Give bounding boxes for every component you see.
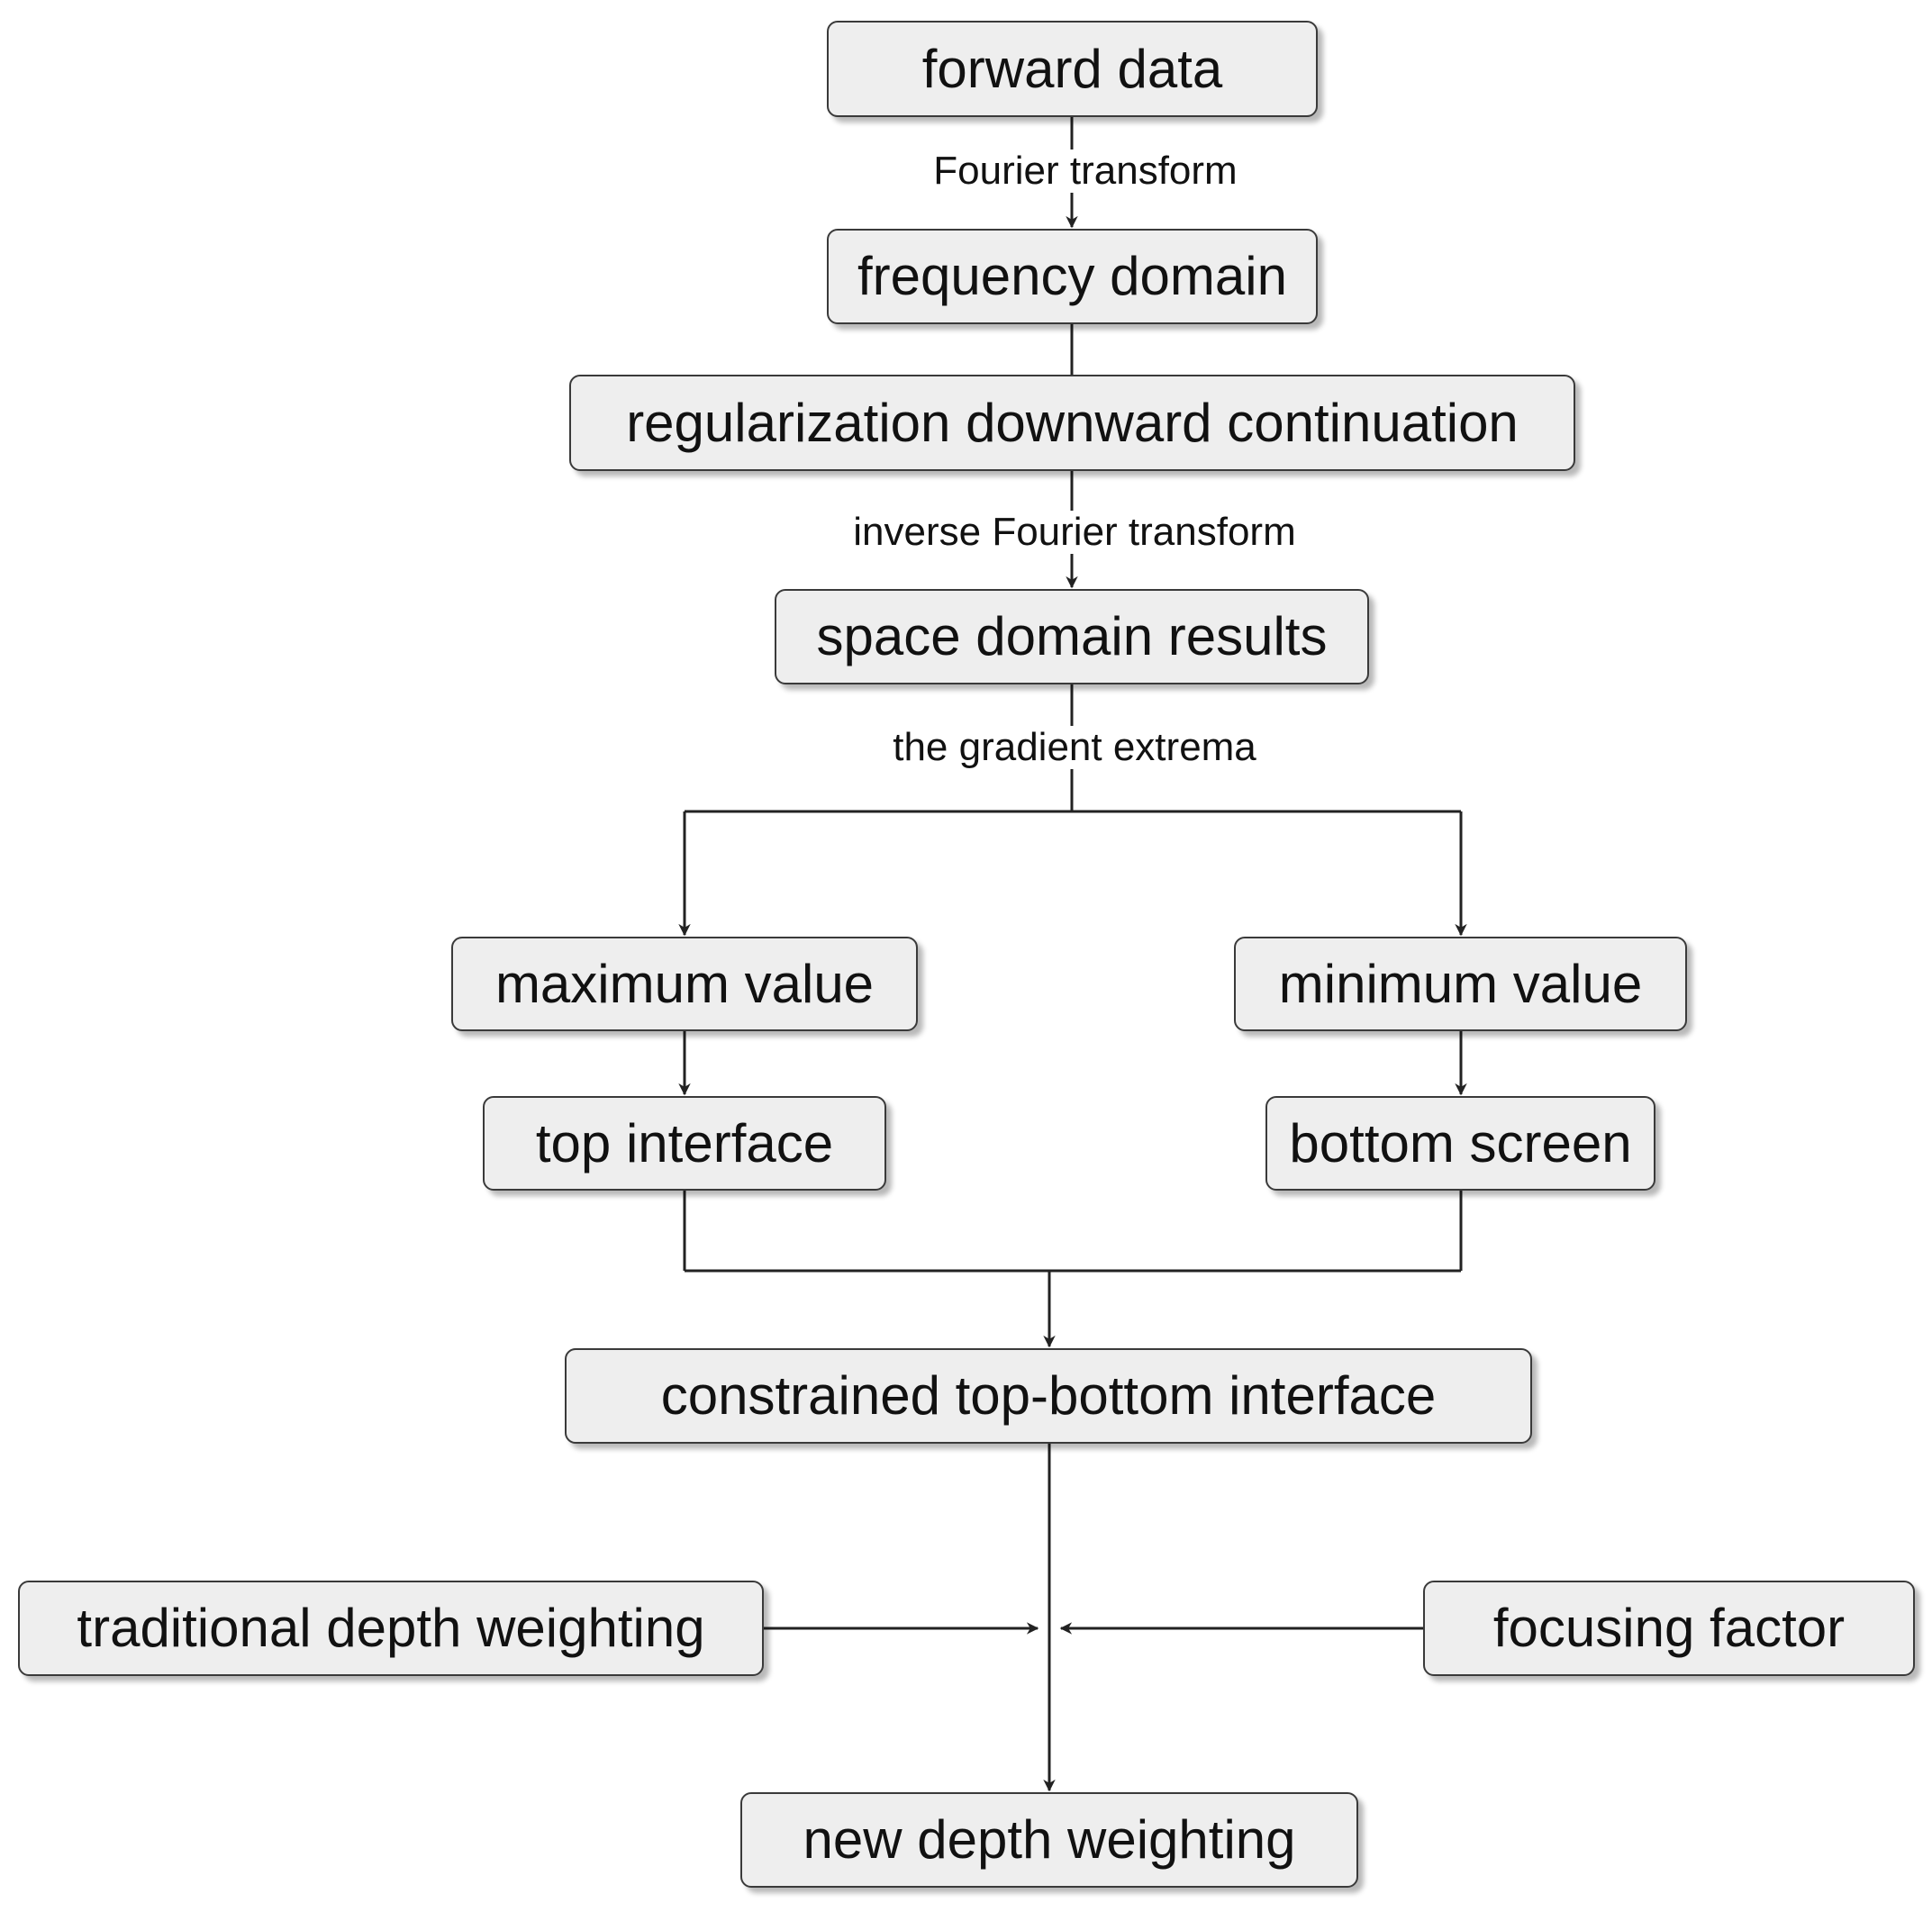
- node-forward-data: forward data: [827, 21, 1318, 117]
- node-maximum-value: maximum value: [451, 937, 918, 1031]
- node-constrained-top-bottom-interface: constrained top-bottom interface: [565, 1348, 1532, 1444]
- node-regularization-downward-continuation: regularization downward continuation: [569, 375, 1575, 471]
- edge-label-fourier-transform: Fourier transform: [928, 150, 1243, 193]
- node-bottom-screen: bottom screen: [1265, 1096, 1655, 1191]
- node-new-depth-weighting: new depth weighting: [740, 1792, 1358, 1888]
- node-space-domain-results: space domain results: [775, 589, 1369, 684]
- edge-label-inverse-fourier-transform: inverse Fourier transform: [848, 511, 1302, 554]
- edge-label-gradient-extrema: the gradient extrema: [887, 726, 1262, 769]
- node-focusing-factor: focusing factor: [1423, 1581, 1915, 1676]
- node-top-interface: top interface: [483, 1096, 886, 1191]
- node-frequency-domain: frequency domain: [827, 229, 1318, 324]
- node-traditional-depth-weighting: traditional depth weighting: [18, 1581, 764, 1676]
- node-minimum-value: minimum value: [1234, 937, 1687, 1031]
